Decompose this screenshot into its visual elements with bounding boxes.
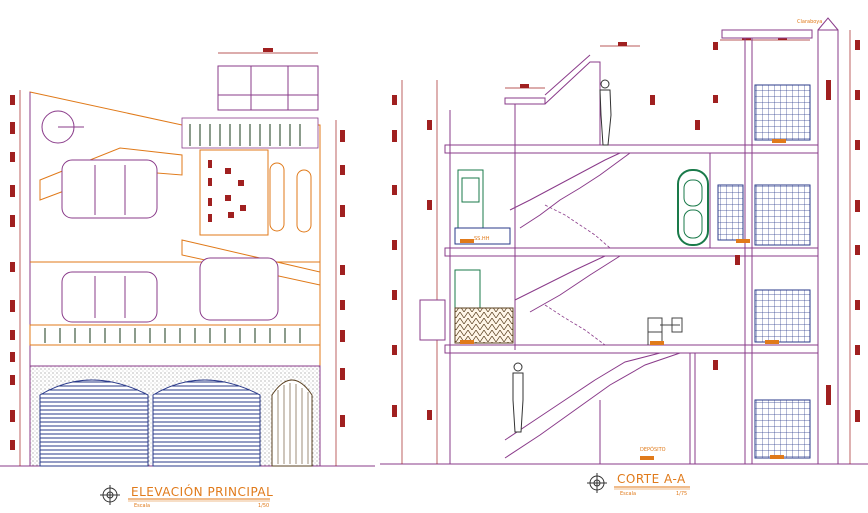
deposito-label: DEPÓSITO [640, 446, 666, 453]
section-title: CORTE A-A [617, 472, 686, 486]
elevation-scale-label: Escala [134, 503, 151, 509]
ss-hh-label: SS.HH [474, 236, 490, 242]
front-elevation [0, 48, 375, 467]
section-title-symbol [587, 473, 690, 493]
section-scale-value: 1/75 [676, 491, 688, 497]
section-scale-label: Escala [620, 491, 637, 497]
claraboya-label: Claraboya [797, 19, 822, 25]
elevation-title: ELEVACIÓN PRINCIPAL [131, 485, 274, 499]
elevation-title-symbol [100, 485, 270, 505]
elevation-scale-value: 1/50 [258, 503, 270, 509]
section-a-a [380, 17, 868, 465]
